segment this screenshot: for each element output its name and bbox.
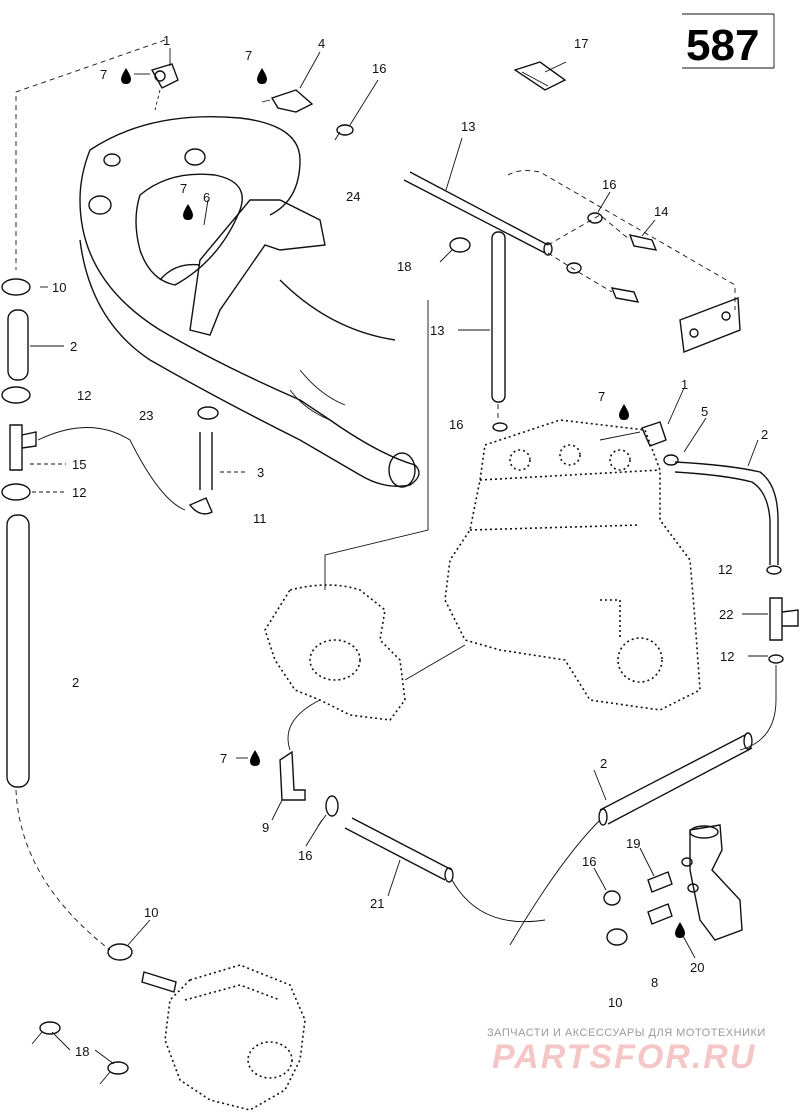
callout-label: 17 <box>574 36 588 51</box>
callout-label: 9 <box>262 820 269 835</box>
hose <box>663 454 784 664</box>
water-pump-housing <box>264 584 406 721</box>
callout-labels: 1 7 7 4 16 17 13 24 7 6 16 14 18 10 13 2… <box>52 33 768 1059</box>
callout-label: 13 <box>430 323 444 338</box>
clip <box>513 61 567 91</box>
hose-clamp <box>107 943 133 961</box>
leader-line <box>15 789 111 951</box>
callout-label: 11 <box>253 511 267 526</box>
callout-label: 2 <box>600 756 607 771</box>
hose-clamp <box>334 124 354 141</box>
hose <box>598 732 753 826</box>
watermark-caption: ЗАПЧАСТИ И АКСЕССУАРЫ ДЛЯ МОТОТЕХНИКИ <box>487 1027 766 1039</box>
callout-label: 4 <box>318 36 325 51</box>
callout-label: 7 <box>598 389 605 404</box>
callout-label: 5 <box>701 404 708 419</box>
callout-label: 15 <box>72 457 86 472</box>
callout-label: 2 <box>761 427 768 442</box>
bottom-pump-housing <box>164 964 306 1111</box>
callout-label: 16 <box>582 854 596 869</box>
callout-label: 16 <box>372 61 386 76</box>
elbow-fitting <box>279 750 306 801</box>
hose-clamp <box>603 890 628 946</box>
hose-clamp <box>31 1021 129 1085</box>
leader-line <box>287 699 321 751</box>
callout-label: 6 <box>203 190 210 205</box>
leader-line <box>507 170 736 310</box>
exhaust-manifold <box>79 115 420 488</box>
callout-label: 16 <box>449 417 463 432</box>
tee-fitting <box>9 424 37 471</box>
callout-leaders <box>30 48 768 1065</box>
leader-line <box>15 39 166 270</box>
leader-line <box>404 644 466 681</box>
callout-label: 10 <box>144 905 158 920</box>
engine-block <box>444 419 701 711</box>
leader-line <box>451 879 546 923</box>
callout-label: 16 <box>298 848 312 863</box>
callout-label: 23 <box>139 408 153 423</box>
watermark-brand: PARTSFOR.RU <box>492 1038 756 1076</box>
callout-label: 10 <box>608 995 622 1010</box>
callout-label: 10 <box>52 280 66 295</box>
callout-label: 24 <box>346 189 360 204</box>
callout-label: 1 <box>681 377 688 392</box>
page-number: 587 <box>686 21 759 70</box>
callout-label: 16 <box>602 177 616 192</box>
callout-label: 7 <box>220 751 227 766</box>
callout-label: 18 <box>397 259 411 274</box>
callout-label: 2 <box>72 675 79 690</box>
hose <box>6 309 30 788</box>
elbow-fitting <box>150 63 179 89</box>
callout-label: 7 <box>100 67 107 82</box>
nipple-fitting <box>141 971 177 993</box>
small-hose <box>188 406 219 515</box>
hose <box>344 817 454 883</box>
callout-label: 1 <box>163 33 170 48</box>
vertical-hose <box>491 231 506 403</box>
hose-clamp <box>492 422 508 432</box>
callout-label: 7 <box>180 181 187 196</box>
leader-line <box>324 300 429 590</box>
hose-fittings <box>566 212 658 303</box>
page-number-box: 587 <box>682 13 775 70</box>
callout-label: 3 <box>257 465 264 480</box>
leader-line <box>739 665 777 751</box>
nipple-fittings <box>647 857 699 925</box>
leader-line <box>37 427 186 511</box>
callout-label: 14 <box>654 204 668 219</box>
callout-label: 19 <box>626 836 640 851</box>
callout-label: 20 <box>690 960 704 975</box>
callout-label: 18 <box>75 1044 89 1059</box>
hose <box>403 171 553 256</box>
leader-line <box>509 819 601 946</box>
callout-label: 12 <box>77 388 91 403</box>
hose-clamp <box>439 237 471 263</box>
tee-housing <box>689 824 743 941</box>
straight-fitting <box>261 89 314 113</box>
hose-clamp <box>1 278 31 501</box>
callout-label: 2 <box>70 339 77 354</box>
callout-label: 22 <box>719 607 733 622</box>
callout-label: 7 <box>245 48 252 63</box>
callout-label: 12 <box>718 562 732 577</box>
tee-fitting <box>769 597 799 641</box>
callout-label: 12 <box>720 649 734 664</box>
callout-label: 8 <box>651 975 658 990</box>
callout-label: 21 <box>370 896 384 911</box>
watermark: ЗАПЧАСТИ И АКСЕССУАРЫ ДЛЯ МОТОТЕХНИКИ PA… <box>487 1027 766 1076</box>
callout-label: 13 <box>461 119 475 134</box>
elbow-fitting <box>641 421 667 447</box>
callout-label: 12 <box>72 485 86 500</box>
mounting-bracket <box>679 297 741 353</box>
leader-line <box>547 214 631 293</box>
